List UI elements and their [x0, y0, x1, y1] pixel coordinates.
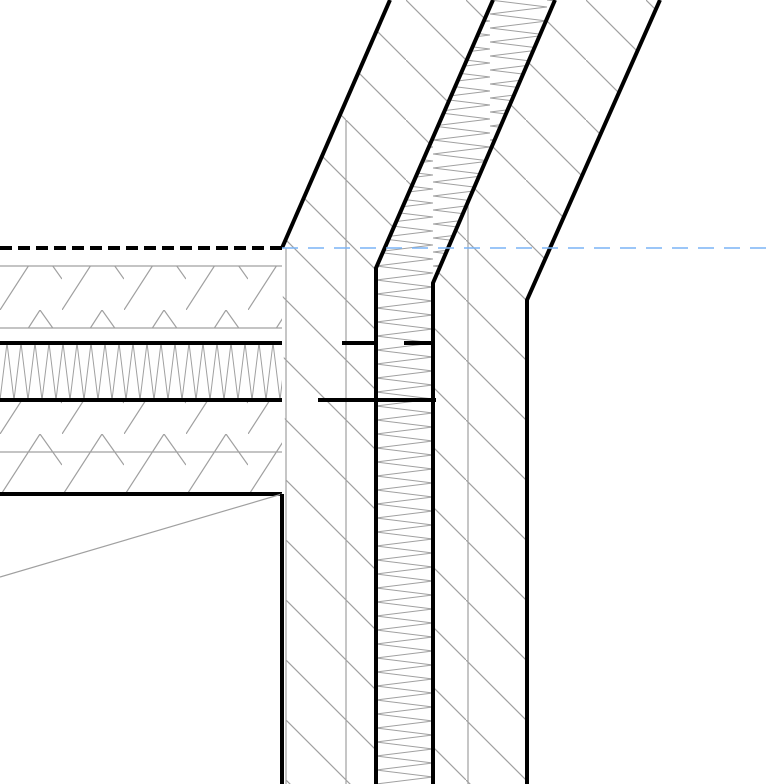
slab-lower-layer — [0, 400, 282, 494]
wall-outline — [280, 0, 392, 249]
wall-inner-layer — [433, 0, 660, 784]
wall-insulation — [376, 0, 555, 784]
wall-outline — [431, 0, 557, 784]
wall-outline — [525, 0, 662, 784]
wall-outer-layer — [282, 0, 493, 784]
wall-outline — [374, 0, 495, 784]
vertical-wall — [280, 0, 662, 784]
slab-upper-layer — [0, 266, 282, 328]
slab-insulation — [0, 343, 282, 400]
diagonal-line — [0, 493, 283, 578]
horizontal-slab — [0, 246, 283, 578]
